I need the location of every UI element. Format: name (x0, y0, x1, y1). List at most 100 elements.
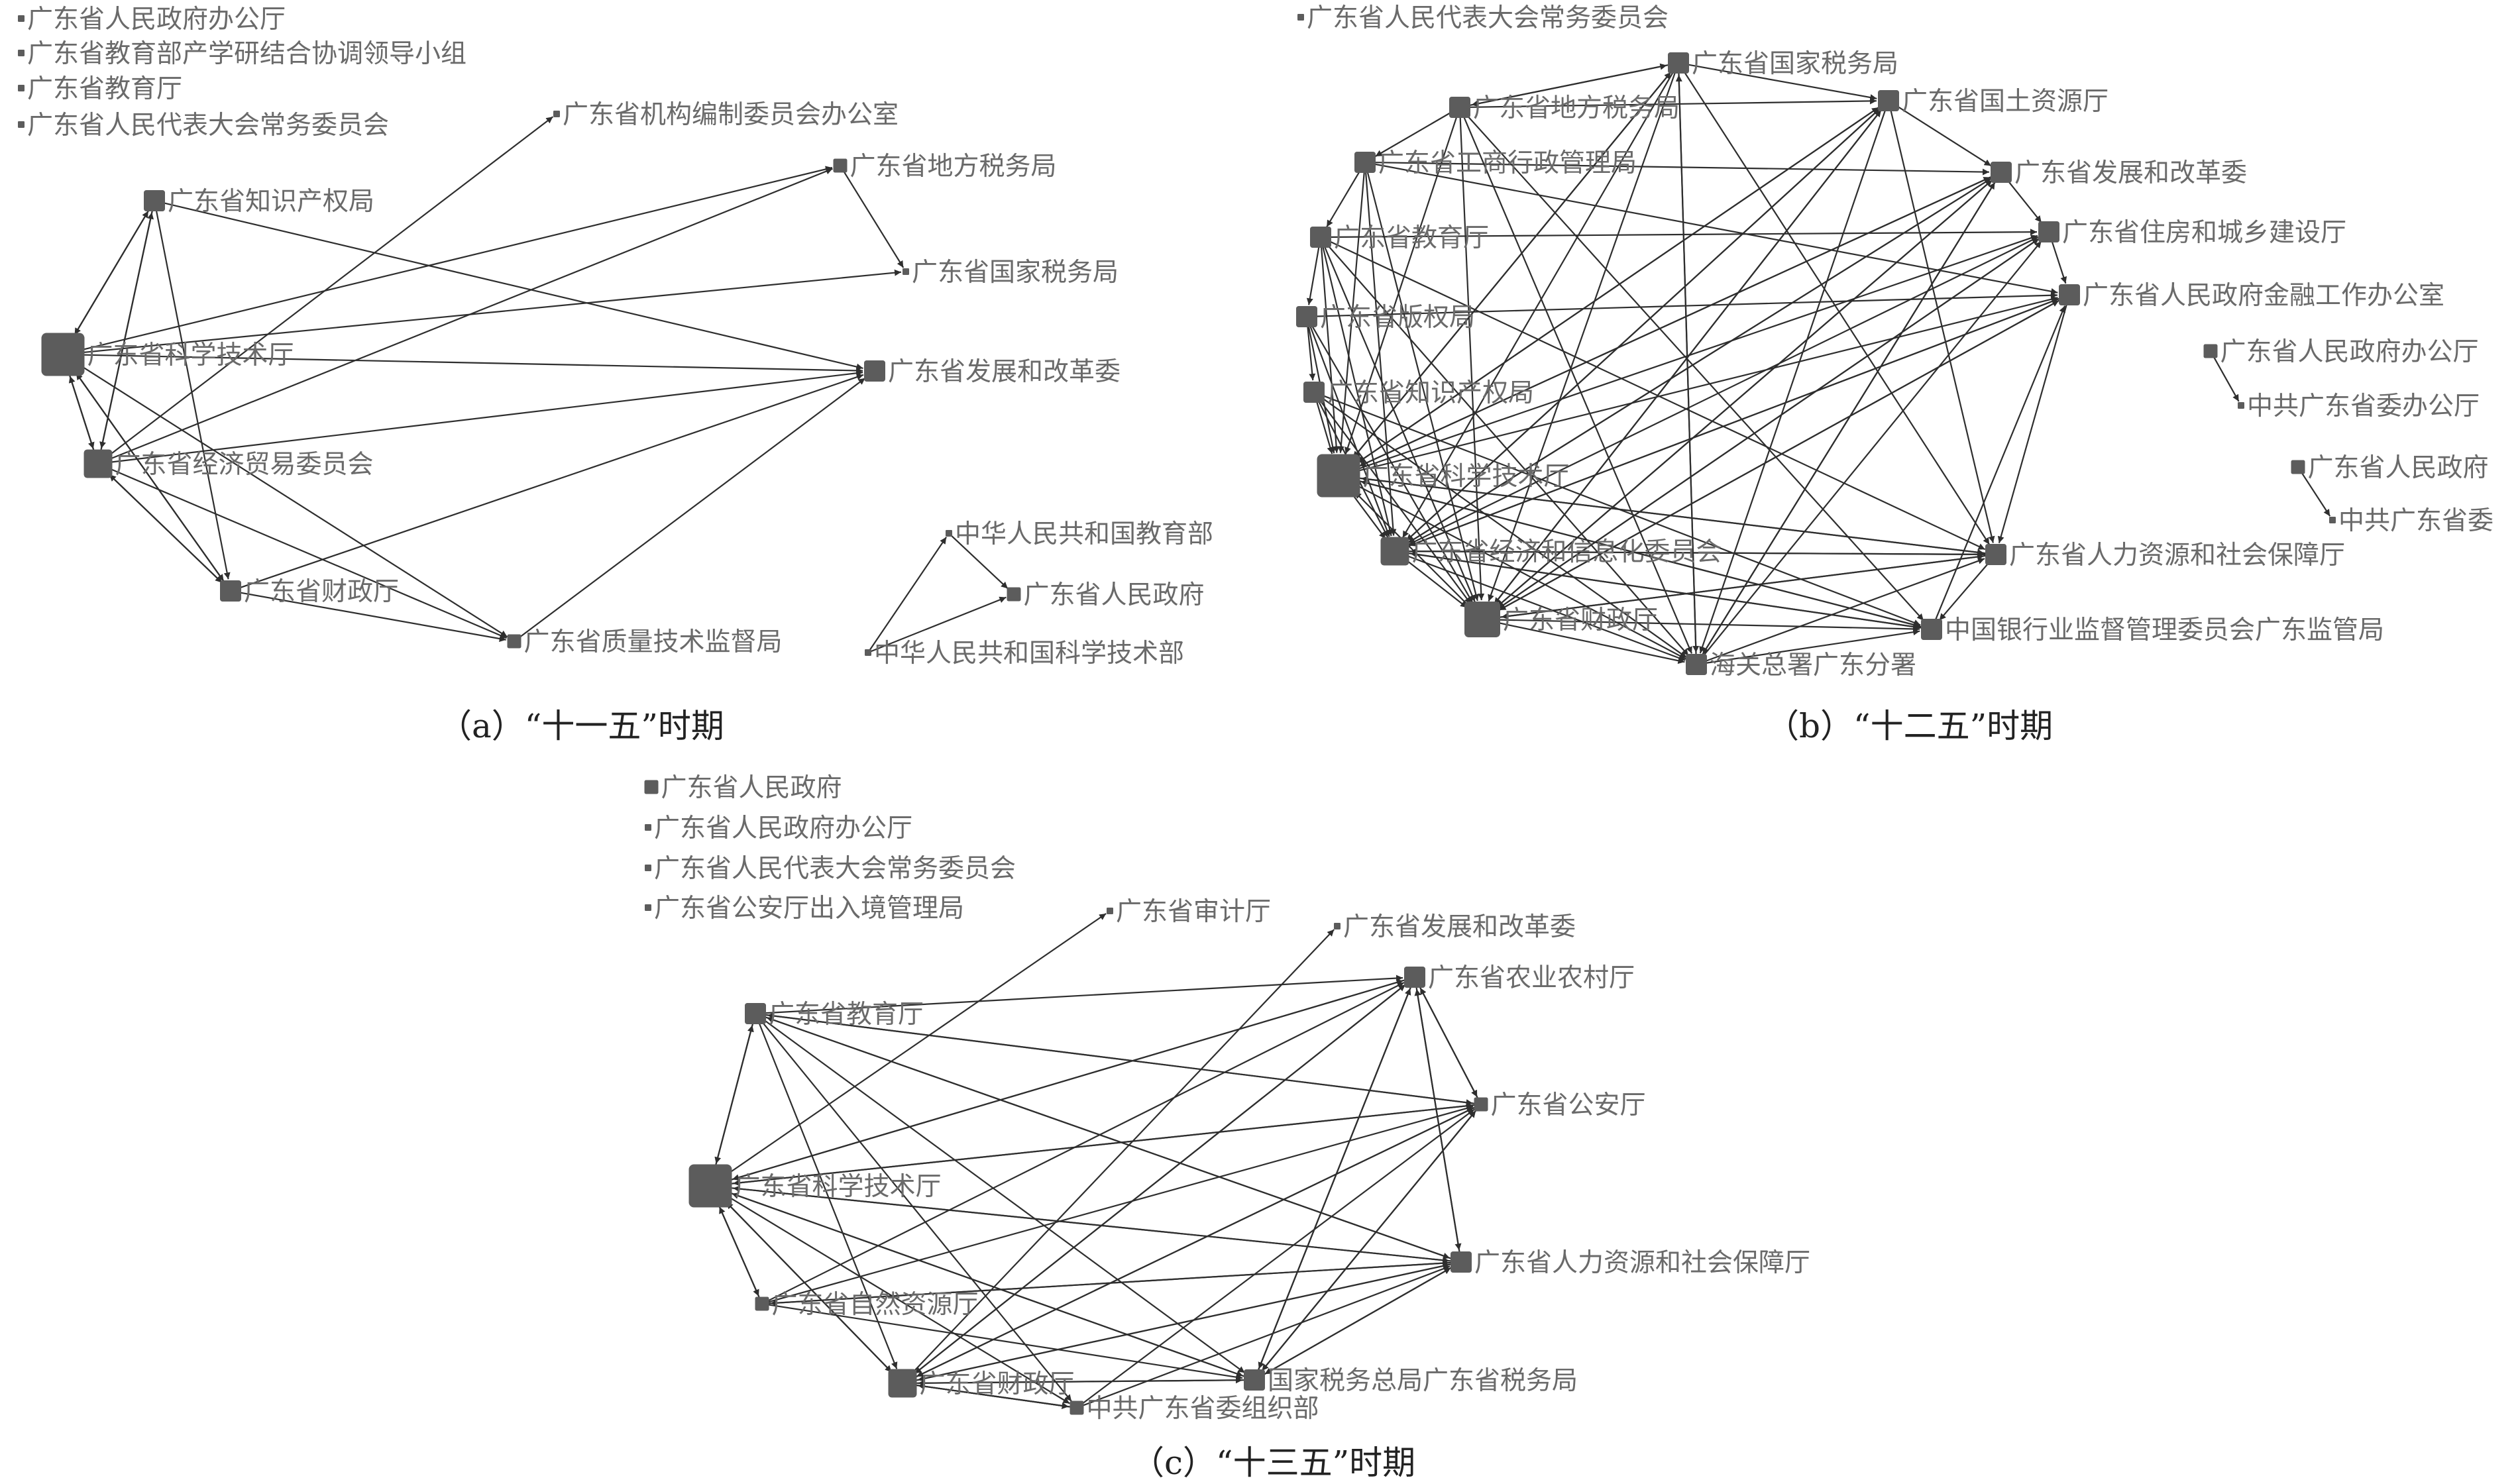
node-b_customs (1686, 654, 1707, 675)
edge-c_nat-to-c_agri (767, 982, 1405, 1302)
edge-b_edu-to-b_copyright (1306, 247, 1320, 305)
edge-b_drc-to-b_housing (2007, 180, 2042, 223)
edge-b_edu-to-b_fin (1324, 246, 1476, 602)
node-b_ltax (1449, 97, 1470, 118)
node-label-b_customs: 海关总署广东分署 (1710, 651, 1916, 680)
node-b_party_office (2238, 402, 2244, 409)
edge-b_customs-to-b_cbrc (1706, 629, 1920, 664)
caption-b: （b）“十二五”时期 (1766, 707, 2053, 745)
edge-a_most-to-a_moe (869, 537, 948, 651)
node-label-a_moe: 中华人民共和国教育部 (955, 519, 1213, 549)
node-label-c_agri: 广东省农业农村厅 (1428, 963, 1635, 993)
node-c_edu (745, 1003, 766, 1024)
edge-a_ip-to-a_drc (164, 202, 863, 370)
edge-b_housing-to-b_fin (1498, 237, 2041, 609)
edge-c_agri-to-c_sci (732, 979, 1405, 1181)
edge-b_saic-to-b_fin (1366, 172, 1480, 602)
edge-b_gov_office-to-b_party_office (2213, 356, 2240, 402)
node-label-c_sci: 广东省科学技术厅 (735, 1172, 942, 1202)
edge-a_sci-to-a_ntax (84, 269, 902, 353)
node-b_sci (1317, 454, 1360, 498)
node-b_finoffice (2059, 284, 2080, 305)
edge-c_hr-to-c_fin (917, 1263, 1451, 1382)
edge-b_hr-to-b_fin (1501, 555, 1986, 620)
edge-b_land-to-b_sci (1356, 106, 1881, 464)
node-label-a_ntax: 广东省国家税务局 (912, 258, 1119, 288)
node-label-b_housing: 广东省住房和城乡建设厅 (2062, 218, 2346, 248)
edge-b_edu-to-b_customs (1327, 244, 1689, 657)
edge-a_most-to-a_gov (871, 596, 1007, 653)
edge-c_police-to-c_fin (916, 1106, 1475, 1377)
edge-c_sci-to-c_org (728, 1196, 1070, 1404)
edge-b_saic-to-b_econ (1365, 172, 1397, 536)
node-label-a_fin: 广东省财政厅 (244, 577, 399, 607)
node-label-b_hr: 广东省人力资源和社会保障厅 (2009, 541, 2345, 570)
node-a_sci (41, 333, 85, 376)
edge-a_sci-to-a_qual (80, 365, 508, 638)
edge-b_ltax-to-b_customs (1463, 117, 1693, 654)
node-b_cbrc (1921, 619, 1942, 640)
node-b_party (2329, 517, 2336, 523)
edge-b_ip-to-b_sci (1316, 402, 1334, 454)
edge-b_hr-to-b_sci (1361, 476, 1986, 555)
edge-a_qual-to-a_drc (519, 377, 866, 638)
node-b_gov_office (2203, 344, 2218, 358)
edge-b_saic-to-b_finoffice (1375, 163, 2058, 295)
node-label-b_npc: 广东省人民代表大会常务委员会 (1307, 3, 1669, 33)
edge-a_fin-to-a_qual (241, 592, 506, 642)
edge-a_econ-to-a_drc (112, 370, 863, 463)
node-a_qual (507, 634, 521, 649)
edge-a_ip-to-a_sci (74, 209, 150, 335)
edge-b_cbrc-to-b_econ (1410, 551, 1922, 629)
edge-b_ntax-to-b_fin (1488, 72, 1676, 602)
node-c_fin (888, 1369, 917, 1398)
edges-layer (68, 63, 2331, 1409)
node-b_npc (1297, 14, 1304, 21)
labels-layer: 广东省人民政府办公厅广东省教育部产学研结合协调领导小组广东省教育厅广东省人民代表… (27, 3, 2493, 1424)
node-label-b_econ: 广东省经济和信息化委员会 (1412, 537, 1722, 567)
node-label-b_cbrc: 中国银行业监督管理委员会广东监管局 (1945, 615, 2384, 645)
edge-b_ntax-to-b_hr (1683, 71, 1991, 545)
edge-c_edu-to-c_fin (758, 1023, 898, 1369)
edge-c_agri-to-c_fin (914, 983, 1407, 1375)
node-b_hr (1985, 544, 2006, 565)
edge-b_saic-to-b_drc (1375, 162, 1990, 176)
node-b_gov (2291, 460, 2305, 474)
node-label-b_gov: 广东省人民政府 (2308, 453, 2489, 483)
edge-b_drc-to-b_customs (1702, 181, 1997, 655)
edge-a_ltax-to-a_ntax (843, 171, 904, 268)
node-a_ltax (833, 158, 848, 173)
node-b_edu (1310, 227, 1331, 248)
node-label-c_exit: 广东省公安厅出入境管理局 (654, 894, 964, 924)
node-label-c_gov_office: 广东省人民政府办公厅 (654, 814, 912, 843)
edge-c_hr-to-c_tax (1264, 1266, 1452, 1375)
node-label-b_sci: 广东省科学技术厅 (1363, 462, 1570, 492)
edge-c_police-to-c_agri (1419, 987, 1479, 1099)
nodes-layer (18, 14, 2336, 1415)
node-label-c_tax: 国家税务总局广东省税务局 (1268, 1366, 1578, 1396)
edge-c_fin-to-c_org (916, 1384, 1069, 1409)
edge-c_sci-to-c_edu (715, 1025, 754, 1165)
edge-c_org-to-c_hr (1083, 1265, 1451, 1406)
edge-b_ntax-to-b_land (1688, 64, 1877, 101)
edge-c_hr-to-c_nat (770, 1261, 1451, 1306)
edge-c_police-to-c_tax (1261, 1109, 1478, 1371)
edge-a_fin-to-a_drc (240, 374, 864, 588)
node-label-c_gov: 广东省人民政府 (661, 773, 842, 803)
node-a_gov (1007, 587, 1021, 602)
node-label-a_gov: 广东省人民政府 (1024, 580, 1205, 610)
caption-a: （a）“十一五”时期 (439, 707, 724, 745)
edge-a_fin-to-a_sci (76, 372, 225, 583)
edge-b_ntax-to-b_sci (1352, 70, 1672, 459)
node-label-c_org: 中共广东省委组织部 (1087, 1394, 1319, 1424)
node-label-b_party_office: 中共广东省委办公厅 (2247, 392, 2480, 421)
edge-b_finoffice-to-b_fin (1498, 299, 2061, 611)
edge-b_ip-to-b_cbrc (1323, 395, 1921, 626)
node-c_audit (1107, 908, 1113, 914)
edge-b_saic-to-b_edu (1326, 171, 1360, 228)
edge-c_fin-to-c_sci (726, 1201, 893, 1374)
edge-c_police-to-c_edu (767, 1012, 1474, 1104)
edge-c_nat-to-c_sci (718, 1206, 760, 1298)
edge-b_sci-to-b_housing (1358, 235, 2038, 470)
node-label-a_ltax: 广东省地方税务局 (850, 152, 1057, 182)
